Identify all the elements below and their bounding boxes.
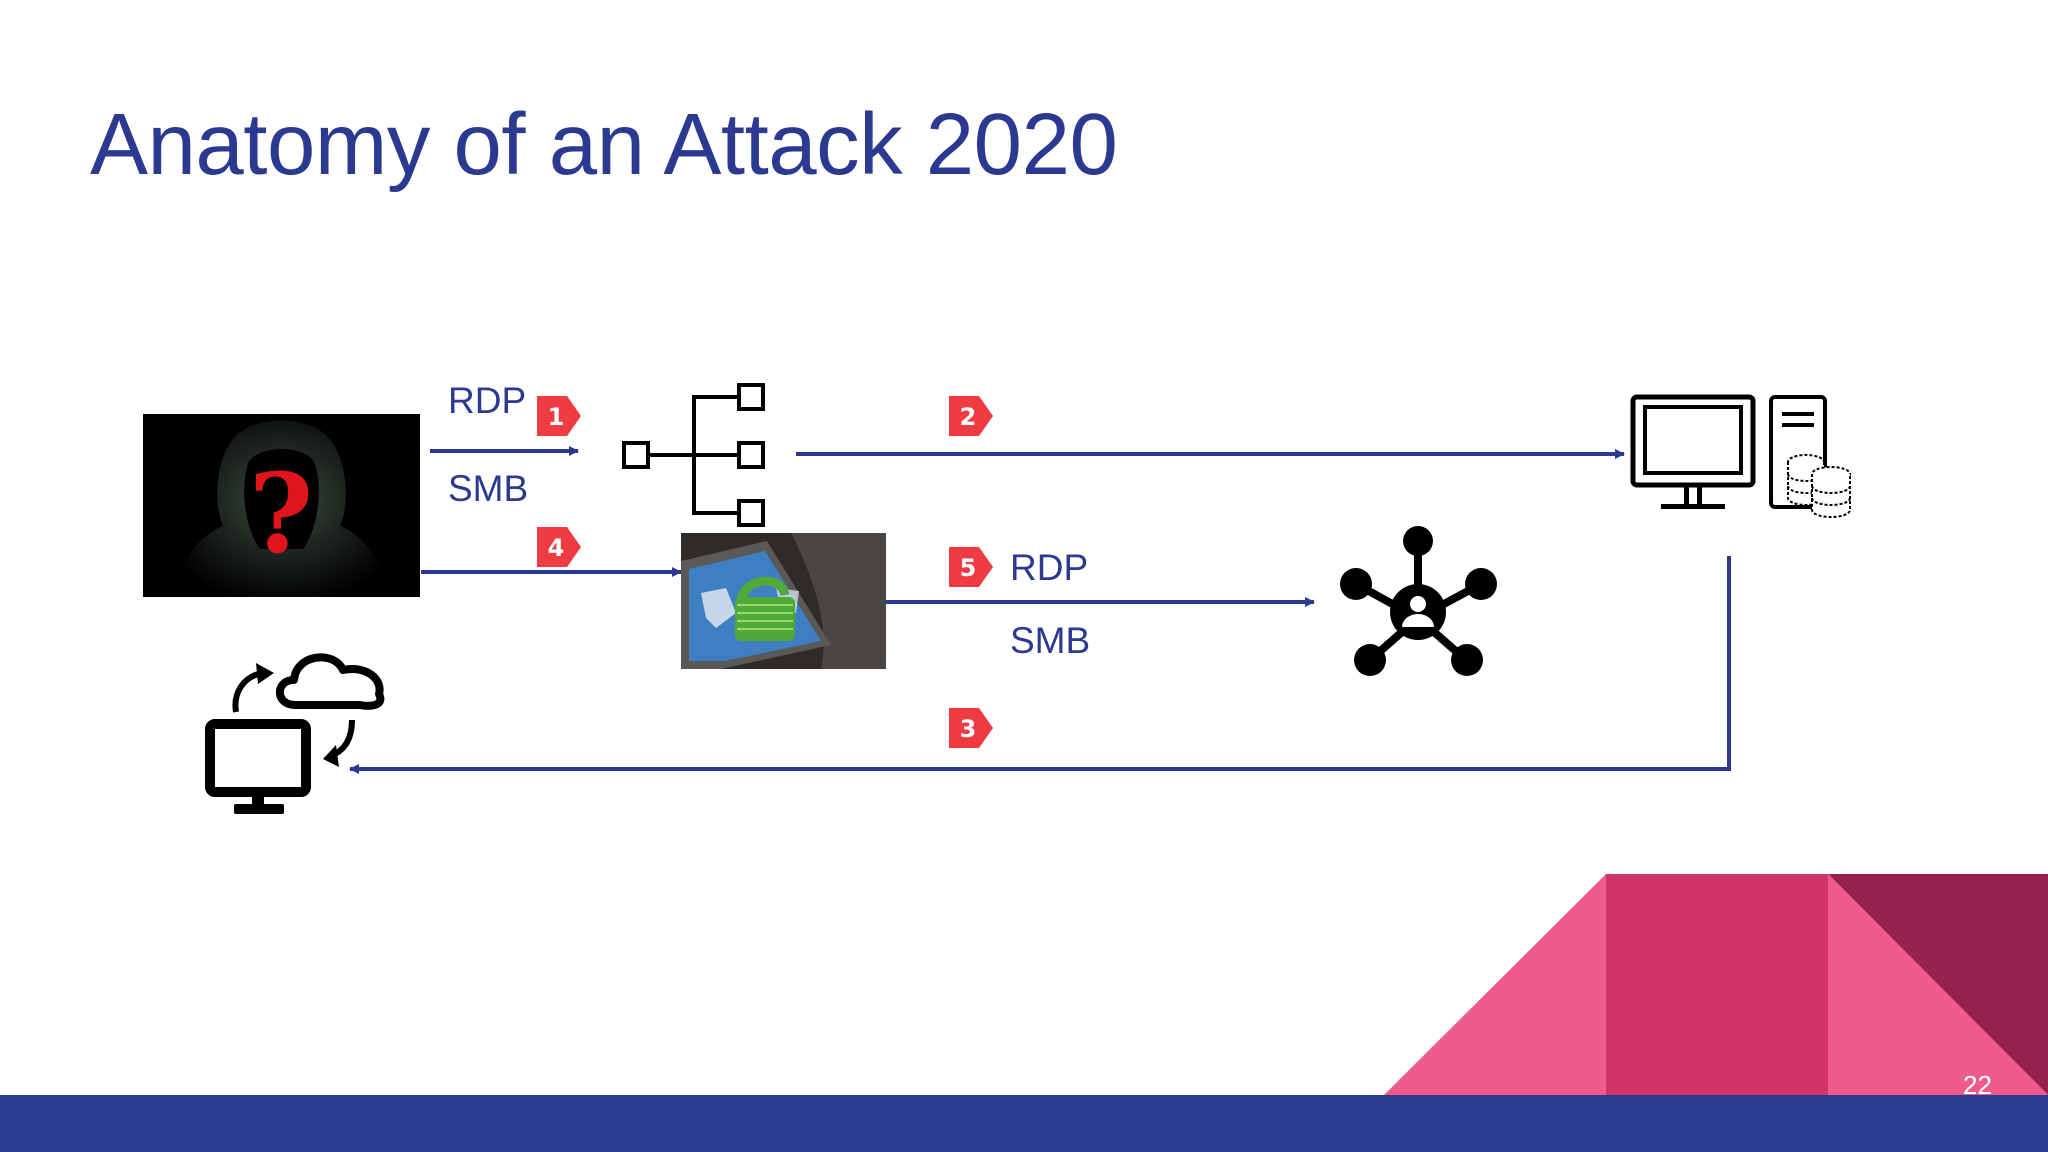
server-database-icon (1769, 395, 1851, 518)
svg-text:2: 2 (960, 403, 977, 431)
badge-step-4: 4 (537, 527, 581, 567)
svg-text:5: 5 (960, 554, 977, 582)
arrow-step-3 (349, 556, 1731, 774)
hooded-hacker-image: ? (143, 414, 420, 597)
badge-step-2: 2 (949, 396, 993, 436)
tablet-lock-image (681, 533, 886, 669)
footer-bar (0, 1095, 2048, 1152)
page-number: 22 (1963, 1070, 1992, 1100)
badge-step-3: 3 (949, 708, 993, 748)
page-title: Anatomy of an Attack 2020 (90, 96, 1118, 193)
svg-text:3: 3 (960, 715, 977, 743)
network-hub-user-icon (1340, 526, 1497, 676)
network-hierarchy-icon (622, 383, 765, 527)
badge-step-5: 5 (949, 547, 993, 587)
corner-decoration (1384, 874, 2048, 1095)
svg-text:?: ? (249, 449, 313, 578)
svg-text:1: 1 (548, 403, 565, 431)
badge-step-1: 1 (537, 396, 581, 436)
protocol-label-rdp: RDP (448, 380, 527, 421)
computer-icon (1630, 394, 1756, 509)
protocol-label-rdp-step5: RDP (1010, 547, 1089, 588)
cloud-sync-computer-icon (205, 653, 385, 814)
protocol-label-smb-step5: SMB (1010, 620, 1091, 661)
protocol-label-smb: SMB (448, 468, 529, 509)
svg-text:4: 4 (548, 534, 565, 562)
